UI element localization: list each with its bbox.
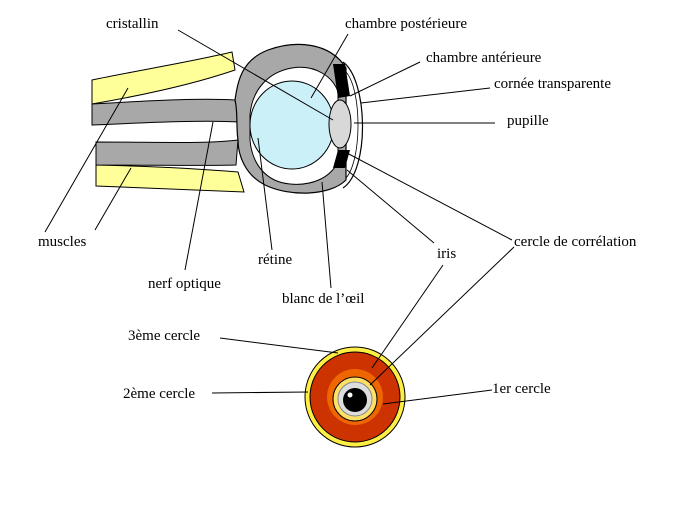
lens (328, 99, 352, 149)
label-cristallin: cristallin (106, 16, 159, 32)
label-cornee-transparente: cornée transparente (494, 76, 611, 92)
leader-iris-top (346, 169, 435, 244)
leader-nerf-optique (184, 121, 214, 271)
label-cercle-2: 2ème cercle (123, 386, 195, 402)
label-retine: rétine (258, 252, 292, 268)
leader-cercle-1 (382, 389, 493, 405)
leader-retine (257, 137, 273, 251)
leader-cornee (360, 87, 491, 104)
vitreous-body (249, 80, 335, 170)
label-cercle-3: 3ème cercle (128, 328, 200, 344)
leader-chambre-anterieure (349, 61, 421, 97)
label-chambre-posterieure: chambre postérieure (345, 16, 467, 32)
leader-muscles-2 (94, 167, 132, 231)
leader-cristallin (177, 29, 334, 121)
muscle-bottom (95, 164, 245, 193)
pupil-front (343, 388, 367, 412)
leader-correlation-top (344, 151, 513, 241)
label-cercle-1: 1er cercle (492, 381, 551, 397)
iris-top (333, 64, 350, 98)
label-pupille: pupille (507, 113, 549, 129)
label-cercle-correlation: cercle de corrélation (514, 234, 637, 250)
label-iris: iris (437, 246, 456, 262)
leader-cercle-2 (211, 391, 309, 394)
cornea-inner (345, 71, 359, 179)
leader-lines (44, 29, 515, 405)
label-chambre-anterieure: chambre antérieure (426, 50, 542, 66)
cornea (342, 61, 364, 189)
pupil-highlight (347, 392, 353, 398)
leader-correlation-bottom (369, 246, 515, 386)
leader-cercle-3 (219, 337, 339, 354)
optic-nerve-bottom (95, 139, 239, 166)
label-muscles: muscles (38, 234, 86, 250)
leader-blanc (321, 181, 332, 289)
label-nerf-optique: nerf optique (148, 276, 221, 292)
label-blanc-oeil: blanc de l’œil (282, 291, 364, 307)
leader-muscles-1 (44, 87, 129, 233)
leader-chambre-posterieure (310, 33, 349, 99)
muscle-top (91, 51, 236, 105)
leader-iris-bottom (371, 264, 444, 369)
iris-bottom (333, 150, 350, 168)
